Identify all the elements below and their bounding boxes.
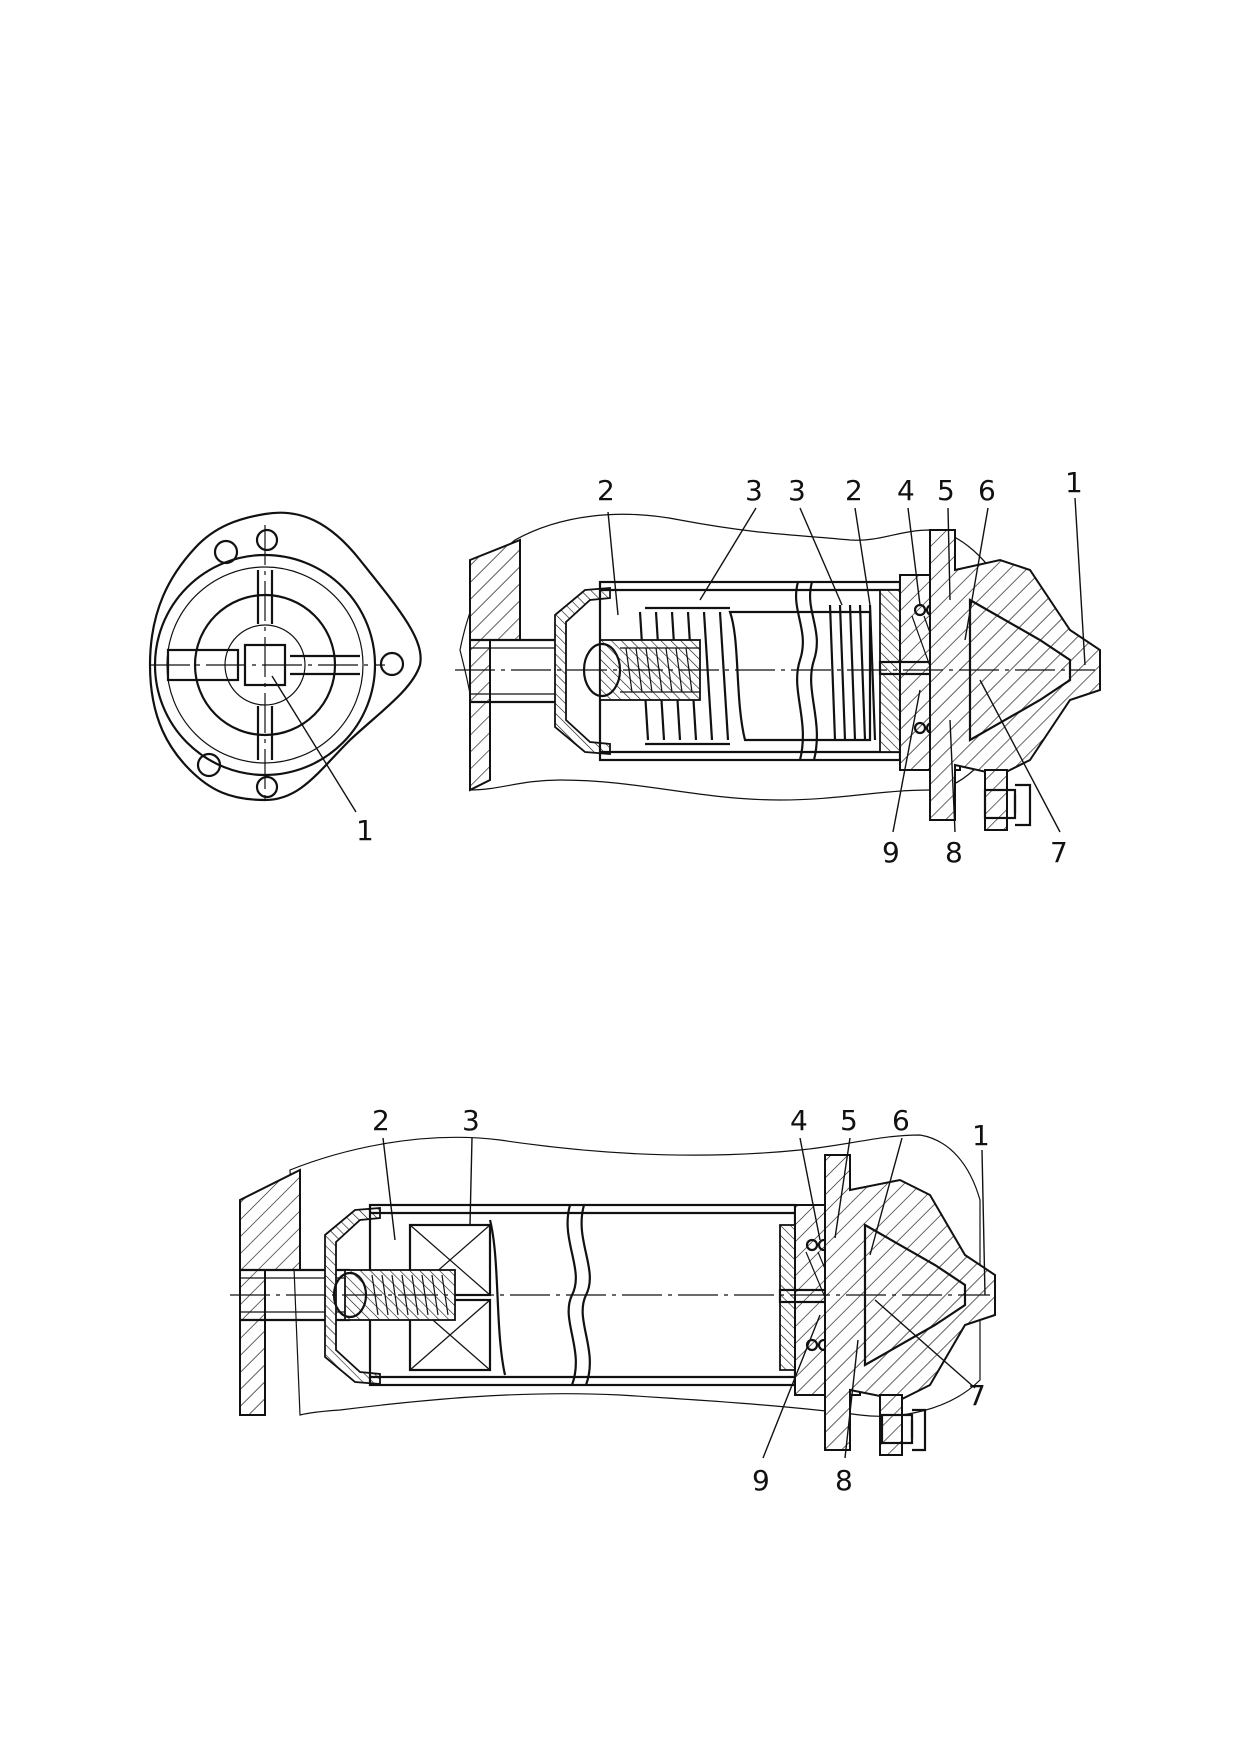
callouts-top-section: 2 3 3 2 4 5 6 1 9 8 7 <box>597 466 1083 869</box>
right-bellows <box>828 604 877 741</box>
callout-top-8: 8 <box>945 836 963 869</box>
section-view-bellows <box>455 513 1101 831</box>
callout-top-7: 7 <box>1050 836 1068 869</box>
callouts-bottom-section: 2 3 4 5 6 1 7 9 8 <box>372 1104 990 1497</box>
section-view-capsule <box>230 1134 996 1456</box>
callout-front-1: 1 <box>356 814 374 847</box>
flange-bolt <box>983 783 1032 827</box>
flange-bolt-lower <box>880 1408 927 1452</box>
callout-bottom-4: 4 <box>790 1104 808 1137</box>
callout-top-9: 9 <box>882 836 900 869</box>
callouts-front: 1 <box>356 814 374 847</box>
callout-top-3b: 3 <box>788 474 806 507</box>
callout-top-3a: 3 <box>745 474 763 507</box>
callout-bottom-7: 7 <box>968 1379 986 1412</box>
callout-top-2a: 2 <box>597 474 615 507</box>
callout-top-2b: 2 <box>845 474 863 507</box>
callout-bottom-3: 3 <box>462 1104 480 1137</box>
callout-top-1: 1 <box>1065 466 1083 499</box>
callout-bottom-8: 8 <box>835 1464 853 1497</box>
leader-lines <box>271 497 1086 1459</box>
callout-top-4: 4 <box>897 474 915 507</box>
callout-top-5: 5 <box>937 474 955 507</box>
callout-bottom-6: 6 <box>892 1104 910 1137</box>
front-view-flange <box>148 511 422 805</box>
callout-bottom-9: 9 <box>752 1464 770 1497</box>
callout-bottom-1: 1 <box>972 1119 990 1152</box>
callout-bottom-5: 5 <box>840 1104 858 1137</box>
callout-top-6: 6 <box>978 474 996 507</box>
callout-bottom-2: 2 <box>372 1104 390 1137</box>
